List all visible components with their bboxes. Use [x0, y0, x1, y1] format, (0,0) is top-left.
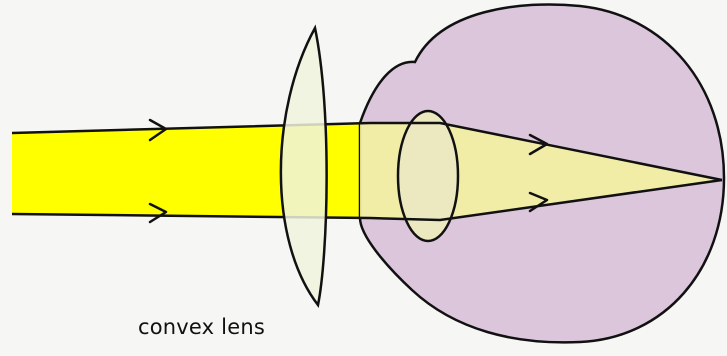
eye-lens	[398, 111, 458, 241]
convex-lens-label: convex lens	[138, 315, 265, 339]
convex-lens	[281, 28, 327, 305]
